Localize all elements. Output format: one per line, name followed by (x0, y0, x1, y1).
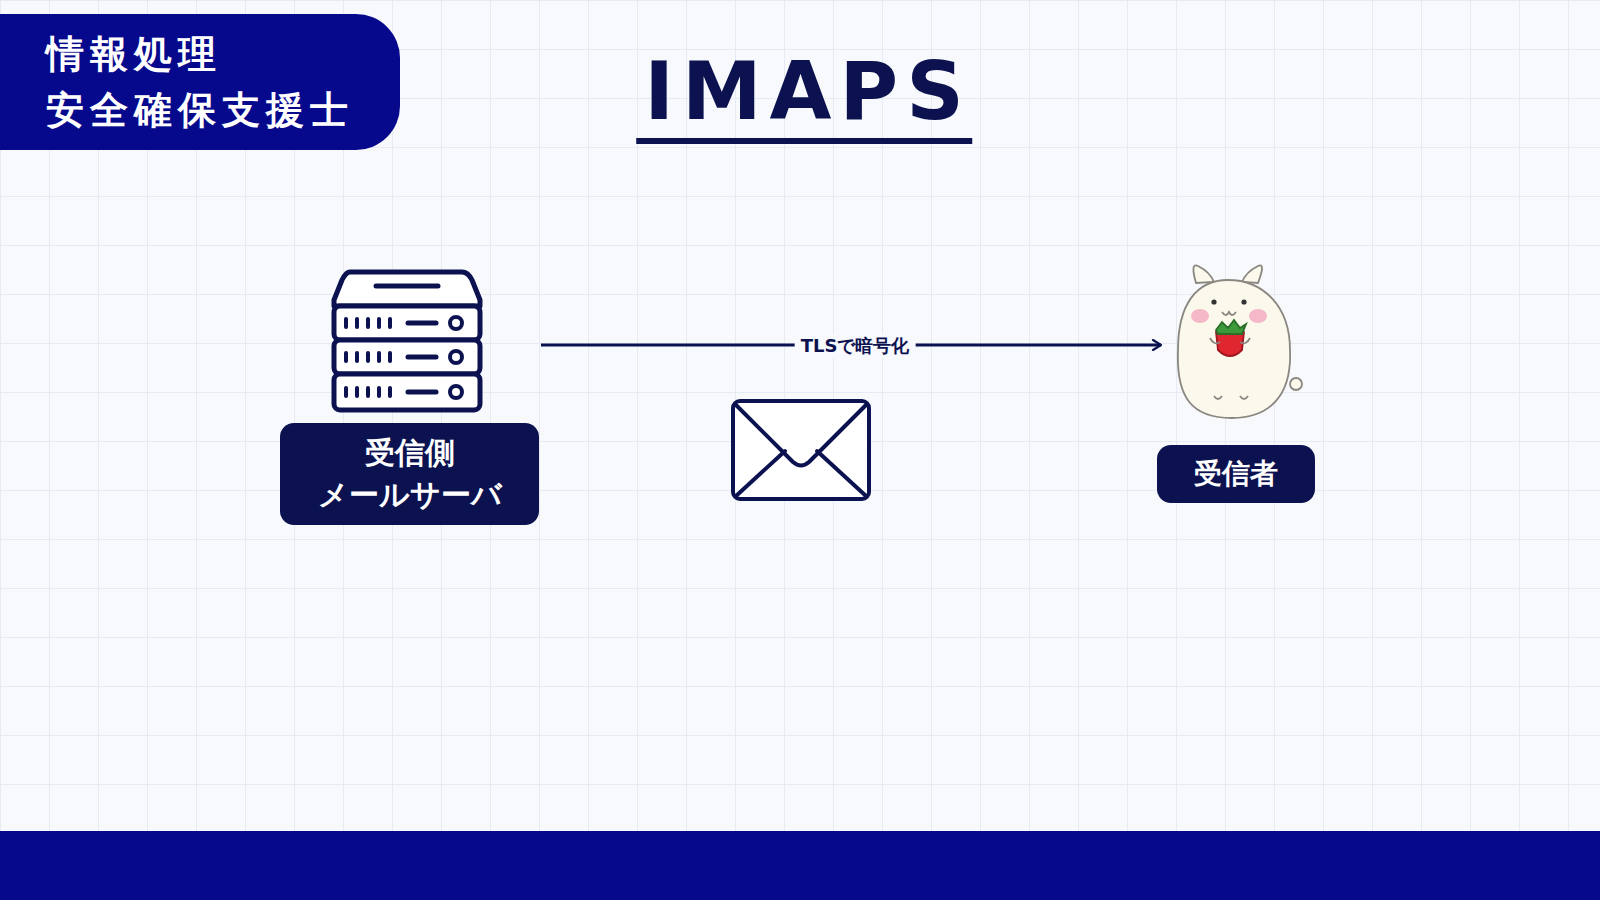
server-icon (334, 272, 480, 410)
server-node: 受信側 メールサーバ (280, 270, 539, 525)
node-label: 受信側 メールサーバ (280, 423, 539, 525)
node-label: 受信者 (1157, 445, 1315, 503)
diagram-title: IMAPS (636, 46, 972, 144)
title-badge: 情報処理 安全確保支援士 (0, 14, 400, 150)
receiver-node: 受信者 (1157, 262, 1315, 503)
envelope-icon (733, 401, 869, 499)
edge-label: TLSで暗号化 (795, 334, 916, 358)
bottom-bar (0, 831, 1600, 900)
badge-text: 情報処理 安全確保支援士 (46, 26, 380, 138)
hamster-illustration (1178, 265, 1302, 418)
